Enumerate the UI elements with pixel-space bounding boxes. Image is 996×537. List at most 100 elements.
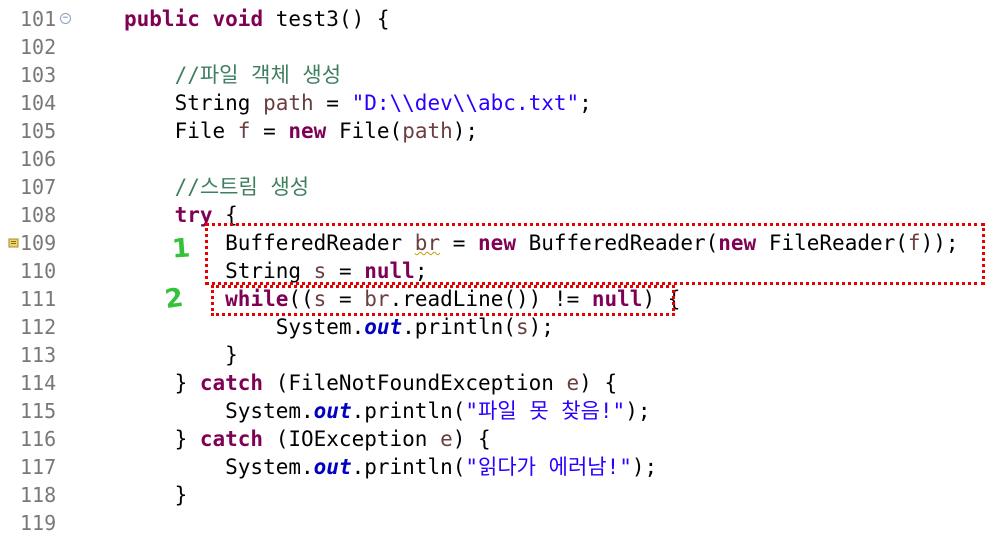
code-line[interactable]: 113 }	[0, 341, 996, 369]
code-token: String	[124, 91, 264, 115]
code-line[interactable]: 105 File f = new File(path);	[0, 117, 996, 145]
code-text: System.out.println(s);	[124, 313, 554, 341]
code-token: test3() {	[263, 7, 390, 31]
line-number: 116	[20, 427, 57, 451]
code-token: BufferedReader(	[515, 231, 719, 255]
highlight-box-1	[205, 223, 985, 285]
code-token: }	[124, 427, 200, 451]
code-text: }	[124, 481, 188, 509]
code-token: s	[515, 315, 529, 339]
code-token: s	[313, 287, 327, 311]
line-number: 117	[20, 455, 57, 479]
code-token: );	[452, 119, 479, 143]
code-line[interactable]: 110 String s = null;	[0, 257, 996, 285]
code-token: ((	[288, 287, 314, 311]
code-token: .println(	[402, 315, 516, 339]
code-token: );	[625, 399, 651, 423]
code-token: FileReader(	[756, 231, 908, 255]
code-line[interactable]: 107 //스트림 생성	[0, 173, 996, 201]
code-text: } catch (FileNotFoundException e) {	[124, 369, 618, 397]
code-token: System.	[124, 399, 314, 423]
code-token: path	[263, 91, 314, 115]
code-token: null	[364, 259, 415, 283]
line-number: 119	[20, 511, 57, 535]
code-token: .readLine()) !=	[389, 287, 592, 311]
code-line[interactable]: 116 } catch (IOException e) {	[0, 425, 996, 453]
code-token: ) {	[452, 427, 491, 451]
code-token: =	[326, 287, 365, 311]
code-token: BufferedReader	[124, 231, 415, 255]
code-line[interactable]: 102	[0, 33, 996, 61]
code-token: new	[288, 119, 327, 143]
code-token: new	[478, 231, 516, 255]
code-token: br	[364, 287, 390, 311]
code-line[interactable]: 115 System.out.println("파일 못 찾음!");	[0, 397, 996, 425]
code-text: while((s = br.readLine()) != null) {	[124, 285, 680, 313]
code-line[interactable]: 119	[0, 509, 996, 537]
code-line[interactable]: 106	[0, 145, 996, 173]
code-token: File(	[326, 119, 403, 143]
line-number: 103	[20, 63, 57, 87]
warning-icon[interactable]	[8, 237, 19, 248]
code-text: System.out.println("파일 못 찾음!");	[124, 397, 651, 425]
code-token: catch	[199, 427, 264, 451]
line-number: 104	[20, 91, 57, 115]
line-number: 115	[20, 399, 57, 423]
code-token: out	[364, 315, 403, 339]
code-text: } catch (IOException e) {	[124, 425, 491, 453]
code-text: File f = new File(path);	[124, 117, 479, 145]
code-token: out	[313, 399, 352, 423]
line-number: 113	[20, 343, 57, 367]
code-token: (FileNotFoundException	[263, 371, 567, 395]
code-token: String	[124, 259, 314, 283]
code-line[interactable]: 114 } catch (FileNotFoundException e) {	[0, 369, 996, 397]
code-token: );	[631, 455, 658, 479]
line-number: 101	[20, 7, 57, 31]
code-line[interactable]: 103 //파일 객체 생성	[0, 61, 996, 89]
line-number: 106	[20, 147, 57, 171]
line-number: 112	[20, 315, 57, 339]
line-number-gutter	[0, 0, 78, 521]
code-line[interactable]: 117 System.out.println("읽다가 에러남!");	[0, 453, 996, 481]
line-number: 102	[20, 35, 57, 59]
code-text: //파일 객체 생성	[124, 61, 342, 89]
code-token: f	[237, 119, 251, 143]
code-token: .println(	[351, 455, 466, 479]
code-line[interactable]: 109 BufferedReader br = new BufferedRead…	[0, 229, 996, 257]
fold-toggle-icon[interactable]: −	[60, 13, 71, 24]
code-token	[124, 203, 175, 227]
code-token: void	[212, 7, 264, 31]
line-number: 107	[20, 175, 57, 199]
code-token: //파일 객체 생성	[174, 63, 342, 87]
line-number: 118	[20, 483, 57, 507]
code-token: =	[440, 231, 479, 255]
code-line[interactable]: 104 String path = "D:\\dev\\abc.txt";	[0, 89, 996, 117]
code-line[interactable]: 118 }	[0, 481, 996, 509]
code-text: try {	[124, 201, 238, 229]
code-text: String s = null;	[124, 257, 427, 285]
line-number: 114	[20, 371, 57, 395]
code-token: out	[313, 455, 352, 479]
code-token: =	[326, 259, 365, 283]
code-token: {	[212, 203, 238, 227]
code-token: null	[591, 287, 643, 311]
code-text: BufferedReader br = new BufferedReader(n…	[124, 229, 958, 257]
code-text: //스트림 생성	[124, 173, 310, 201]
annotation-mark-1: 1	[170, 233, 192, 265]
code-token: br	[414, 231, 441, 255]
code-line[interactable]: 111 while((s = br.readLine()) != null) {	[0, 285, 996, 313]
code-token: new	[718, 231, 757, 255]
code-token: e	[566, 371, 580, 395]
code-text: }	[124, 341, 238, 369]
code-token: while	[225, 287, 289, 311]
code-token: path	[402, 119, 453, 143]
code-token: s	[313, 259, 327, 283]
code-line[interactable]: 108 try {	[0, 201, 996, 229]
code-token: System.	[124, 455, 314, 479]
code-line[interactable]: 112 System.out.println(s);	[0, 313, 996, 341]
line-number: 105	[20, 119, 57, 143]
code-text: String path = "D:\\dev\\abc.txt";	[124, 89, 592, 117]
code-line[interactable]: 101−public void test3() {	[0, 5, 996, 33]
line-number: 108	[20, 203, 57, 227]
